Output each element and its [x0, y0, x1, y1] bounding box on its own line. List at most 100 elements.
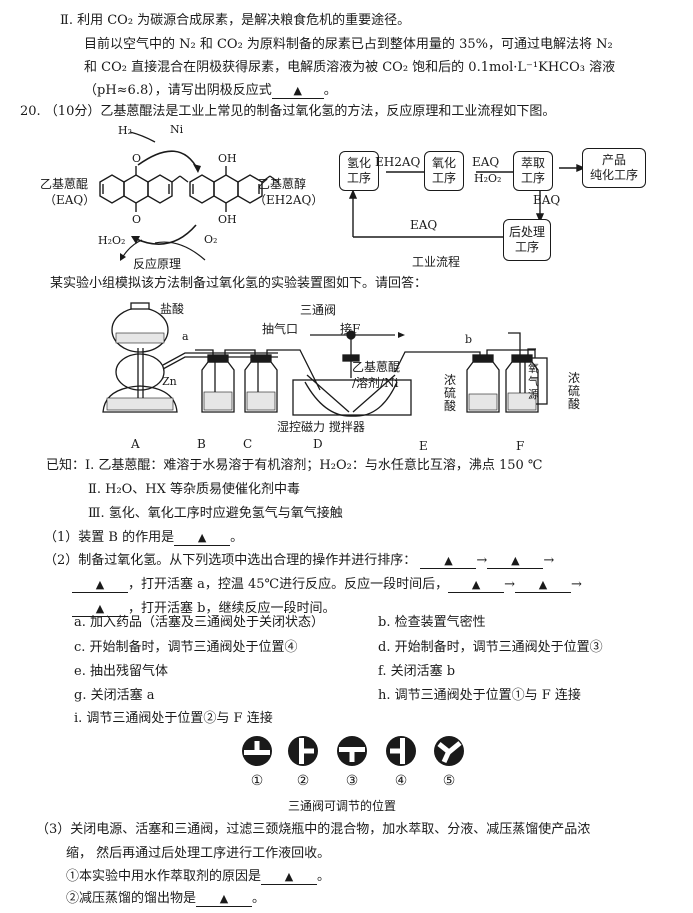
apparatus-intro: 某实验小组模拟该方法制备过氧化氢的实验装置图如下。请回答： — [50, 276, 428, 291]
period: 。 — [230, 530, 244, 545]
valve-3-icon — [337, 736, 367, 766]
stopcock-b-label: b — [465, 333, 473, 346]
h2-label: H₂ — [118, 124, 133, 137]
blank-marker: ▲ — [95, 578, 105, 591]
known-i: Ⅰ. 乙基蒽醌：难溶于水易溶于有机溶剂；H₂O₂：与水任意比互溶，沸点 150 … — [85, 458, 543, 473]
section2-line2: 和 CO₂ 直接混合在阴极获得尿素，电解质溶液为被 CO₂ 饱和后的 0.1mo… — [84, 60, 616, 75]
option-c: c. 开始制备时，调节三通阀处于位置④ — [74, 640, 298, 655]
known-line-1: 已知：Ⅰ. 乙基蒽醌：难溶于水易溶于有机溶剂；H₂O₂：与水任意比互溶，沸点 1… — [46, 457, 542, 475]
valve-caption: 三通阀可调节的位置 — [288, 799, 397, 813]
hydrogenation-arrow — [137, 150, 199, 171]
known-prefix: 已知： — [46, 458, 86, 473]
o2-label: O₂ — [204, 233, 218, 246]
eaq-top-o: O — [132, 152, 142, 165]
part1-text: （1）装置 B 的作用是 — [44, 530, 175, 545]
eh2aq-name: 乙基蒽醇 — [258, 177, 307, 191]
option-d: d. 开始制备时，调节三通阀处于位置③ — [378, 640, 603, 655]
part3-q2-text: ②减压蒸馏的馏出物是 — [66, 891, 197, 906]
answer-blank-cathode[interactable]: ▲ — [271, 84, 324, 99]
valve-4-icon — [386, 736, 416, 766]
known-ii: Ⅱ. H₂O、HX 等杂质易使催化剂中毒 — [88, 482, 301, 497]
section2-line3-text: （pH≈6.8），请写出阴极反应式 — [84, 83, 272, 98]
valve-3-number: ③ — [345, 773, 359, 789]
answer-blank-part1[interactable]: ▲ — [174, 531, 231, 546]
conc-sulfuric-acid-e: 浓 硫 酸 — [444, 373, 457, 413]
eh2aq-top-oh: OH — [218, 152, 237, 165]
conc-sulfuric-acid-f: 浓 硫 酸 — [568, 371, 581, 411]
three-way-valve-label: 三通阀 — [300, 303, 337, 317]
apparatus-label-d: D — [313, 437, 323, 451]
part3-line2: 缩， 然后再通过后处理工序进行工作液回收。 — [66, 846, 331, 861]
blank-marker: ▲ — [95, 602, 105, 615]
eh2aq-bottom-oh: OH — [218, 213, 237, 226]
part2-mid1: ，打开活塞 a，控温 45℃进行反应。反应一段时间后， — [128, 577, 449, 592]
period: 。 — [323, 83, 337, 98]
valve-1-number: ① — [250, 773, 264, 789]
valve-5-icon — [434, 736, 464, 766]
option-h: h. 调节三通阀处于位置①与 F 连接 — [378, 688, 581, 703]
flow-label-eaq-return: EAQ — [410, 218, 438, 232]
flow-box-post-treatment: 后处理 工序 — [503, 219, 551, 261]
period: 。 — [317, 869, 331, 884]
three-way-valve — [346, 330, 356, 340]
arrow: → — [571, 577, 582, 592]
eaq-bottom-o: O — [132, 213, 142, 226]
apparatus-label-a: A — [131, 437, 140, 451]
part3-q2: ②减压蒸馏的馏出物是 ▲ 。 — [66, 890, 265, 908]
part3-q1-text: ①本实验中用水作萃取剂的原因是 — [66, 869, 262, 884]
part3-q1: ①本实验中用水作萃取剂的原因是 ▲ 。 — [66, 868, 330, 886]
to-f-label: 接F — [340, 322, 361, 336]
zn-label: Zn — [162, 375, 177, 388]
reaction-caption: 反应原理 — [133, 257, 182, 271]
oxygen-source-label: 氧 气 源 — [528, 362, 539, 401]
flow-label-eaq-down: EAQ — [533, 193, 561, 207]
section2-line1: 目前以空气中的 N₂ 和 CO₂ 为原料制备的尿素已占到整体用量的 35%，可通… — [84, 37, 613, 52]
blank-marker: ▲ — [219, 892, 229, 905]
apparatus-label-f: F — [516, 439, 525, 453]
part2-mid2: ，打开活塞 b，继续反应一段时间。 — [128, 601, 336, 616]
option-a: a. 加入药品（活塞及三通阀处于关闭状态） — [74, 615, 325, 630]
stirrer-base — [292, 379, 412, 416]
answer-blank-step3[interactable]: ▲ — [72, 578, 128, 593]
arrow: → — [543, 553, 555, 568]
answer-blank-part3-2[interactable]: ▲ — [196, 892, 253, 907]
three-neck-flask — [304, 381, 398, 417]
answer-blank-step1[interactable]: ▲ — [420, 554, 477, 569]
valve-5-number: ⑤ — [442, 773, 456, 789]
eh2aq-abbr: （EH2AQ） — [254, 193, 324, 207]
blank-marker: ▲ — [293, 84, 302, 97]
eaq-abbr: （EAQ） — [44, 193, 96, 207]
apparatus-diagram — [102, 302, 548, 417]
answer-blank-step4[interactable]: ▲ — [448, 578, 505, 593]
part3-line1: （3）关闭电源、活塞和三通阀，过滤三颈烧瓶中的混合物，加水萃取、分液、减压蒸馏使… — [36, 822, 591, 837]
answer-blank-step5[interactable]: ▲ — [515, 578, 572, 593]
flow-box-extraction: 萃取 工序 — [513, 151, 553, 191]
answer-blank-part3-1[interactable]: ▲ — [261, 870, 318, 885]
known-iii: Ⅲ. 氢化、氧化工序时应避免氢气与氧气接触 — [88, 506, 343, 521]
part2-line1: （2）制备过氧化氢。从下列选项中选出合理的操作并进行排序： ▲→▲→ — [44, 552, 554, 570]
kipp-middle-bulb — [115, 353, 165, 391]
answer-blank-step2[interactable]: ▲ — [487, 554, 544, 569]
answer-blank-step6[interactable]: ▲ — [72, 602, 128, 617]
flow-label-h2o2: H₂O₂ — [474, 172, 502, 185]
blank-marker: ▲ — [444, 554, 453, 567]
blank-marker: ▲ — [197, 531, 207, 544]
reaction-principle-diagram — [99, 131, 279, 261]
section2-line3: （pH≈6.8），请写出阴极反应式 ▲ 。 — [84, 82, 337, 100]
part1-question: （1）装置 B 的作用是 ▲ 。 — [44, 529, 243, 547]
valve-1-icon — [242, 736, 272, 766]
flow-label-eaq: EAQ — [472, 155, 500, 169]
part2-line2: ▲，打开活塞 a，控温 45℃进行反应。反应一段时间后，▲→▲→ — [72, 576, 582, 594]
blank-marker: ▲ — [284, 870, 294, 883]
valve-position-4: ④ — [381, 735, 421, 789]
period: 。 — [252, 891, 266, 906]
flow-box-product-purification: 产品 纯化工序 — [582, 148, 646, 188]
arrow: → — [504, 577, 516, 592]
valve-2-icon — [288, 736, 318, 766]
oxidation-arrow — [133, 224, 197, 245]
option-g: g. 关闭活塞 a — [74, 688, 155, 703]
eaq-mixture-label-2: /溶剂/Ni — [352, 376, 399, 390]
blank-marker: ▲ — [511, 554, 520, 567]
question-20-title: 20. （10分）乙基蒽醌法是工业上常见的制备过氧化氢的方法，反应原理和工业流程… — [20, 104, 556, 119]
option-e: e. 抽出残留气体 — [74, 664, 168, 679]
